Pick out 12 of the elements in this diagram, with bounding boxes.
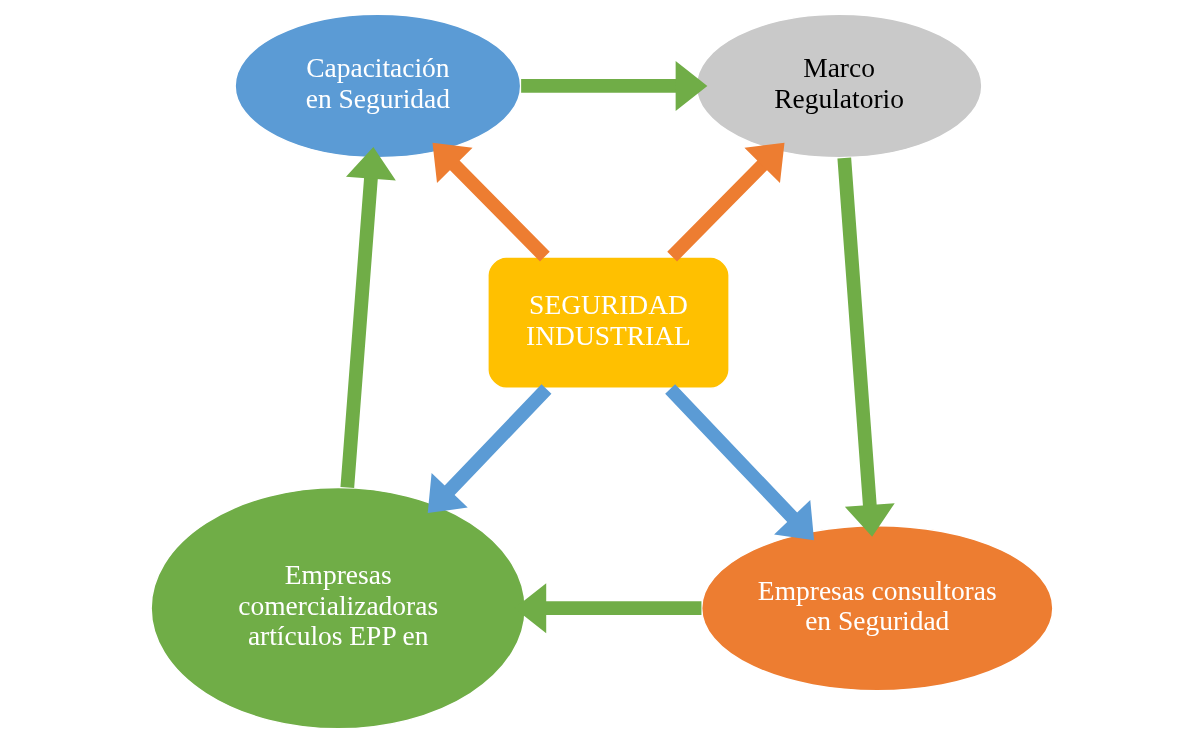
arrow (521, 60, 708, 111)
arrow (665, 384, 815, 541)
node-ellipse: Empresas comercializadoras artículos EPP en (150, 486, 527, 730)
arrow (432, 142, 550, 262)
arrow (667, 142, 785, 262)
node-box: SEGURIDAD INDUSTRIAL (487, 256, 730, 390)
arrow (340, 146, 396, 488)
node-ellipse: Empresas consultoras en Seguridad (700, 524, 1054, 692)
node-ellipse: Capacitación en Seguridad (234, 13, 522, 159)
arrow (427, 384, 552, 514)
arrow (837, 157, 895, 537)
node-ellipse: Marco Regulatorio (695, 13, 983, 159)
